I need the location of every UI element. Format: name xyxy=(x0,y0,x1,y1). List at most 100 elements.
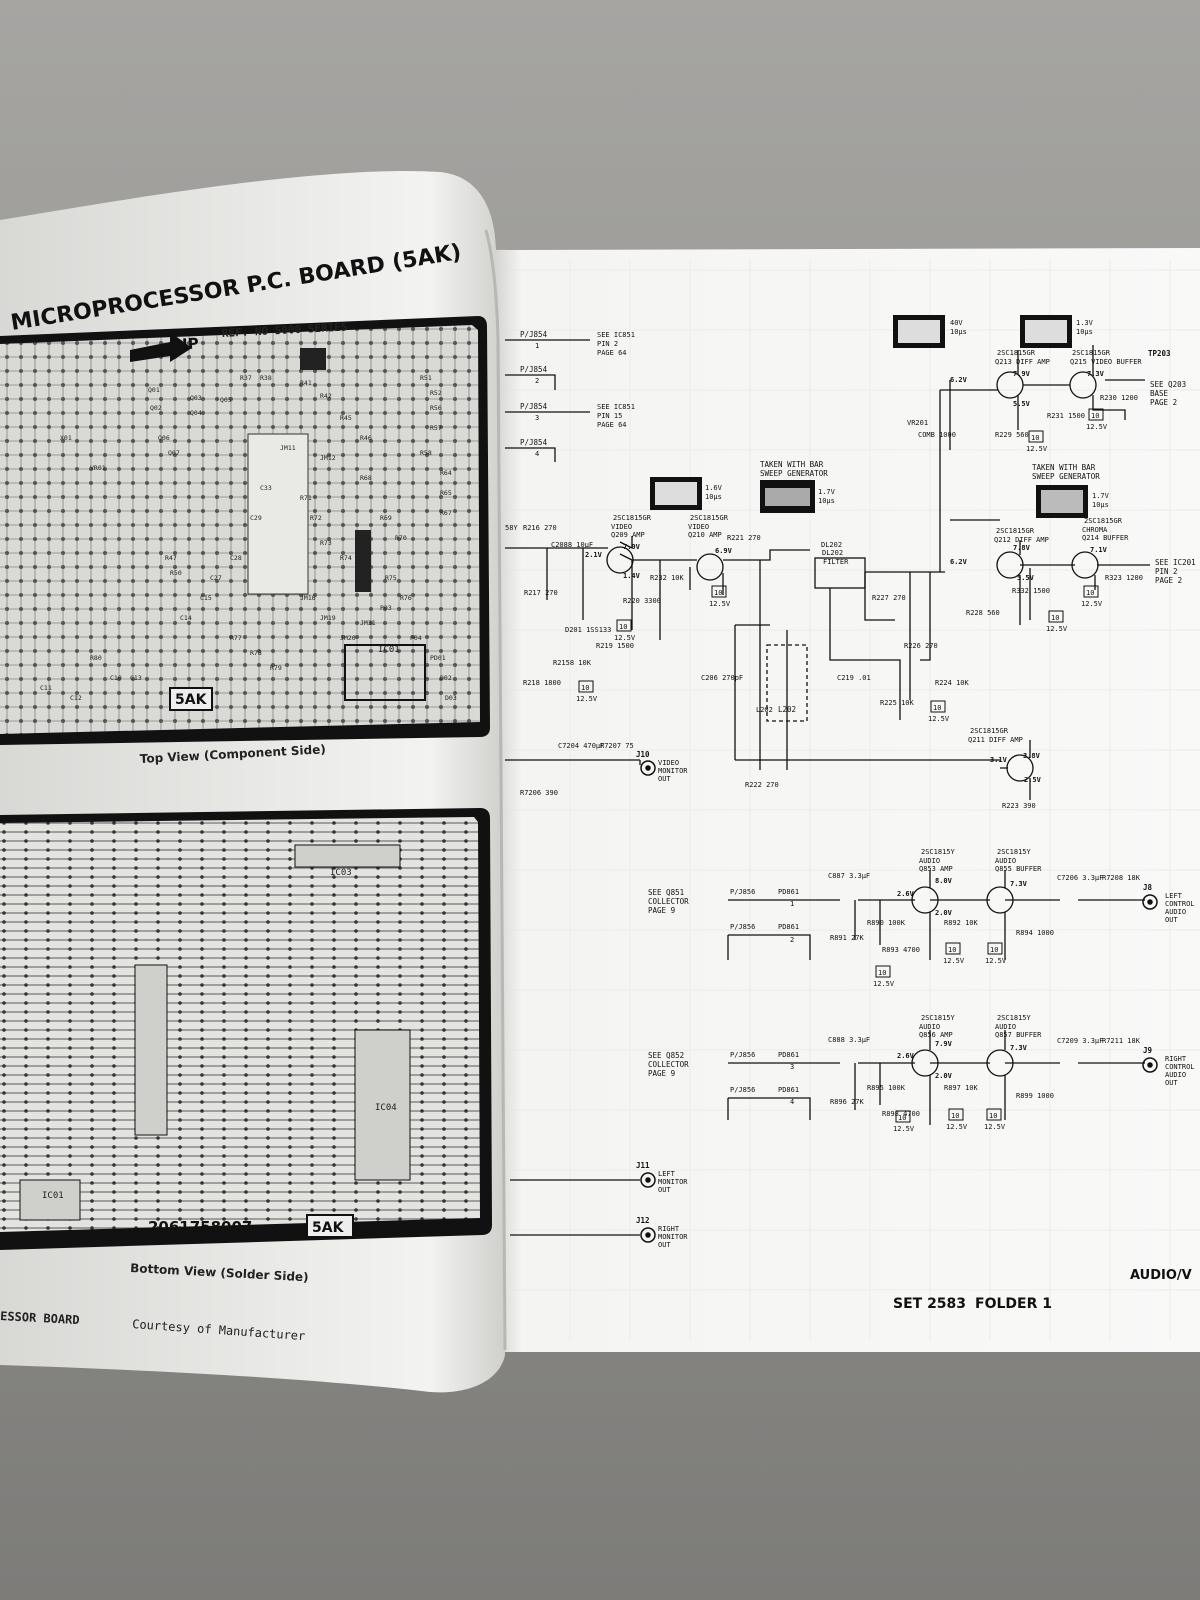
jack-ref: J11 xyxy=(636,1161,650,1170)
transistor-function: Q210 AMP xyxy=(688,531,722,539)
connector-pin: 2 xyxy=(535,377,539,385)
component-label: COMB 1000 xyxy=(918,431,956,439)
node-voltage: 6.2V xyxy=(950,376,968,384)
component-label: C887 3.3µF xyxy=(828,872,870,880)
supply-voltage: 12.5V xyxy=(873,980,895,988)
waveform-timebase: 10µs xyxy=(818,497,835,505)
node-voltage: 7.9V xyxy=(1013,370,1031,378)
coil-label: L202 xyxy=(778,705,796,714)
supply-voltage: 12.5V xyxy=(1046,625,1068,633)
node-voltage: 3.1V xyxy=(990,756,1008,764)
component-label: VR201 xyxy=(907,419,928,427)
supply-node: 10 xyxy=(933,704,941,712)
transistor-function: VIDEO xyxy=(688,523,709,531)
supply-node-box xyxy=(895,1110,911,1123)
pcb-component-ref: P04 xyxy=(410,634,422,642)
connector-pin: 4 xyxy=(790,1098,794,1106)
dip-label: DIP xyxy=(169,334,199,353)
pcb-component-ref: Q04 xyxy=(190,409,202,417)
pcb-component-ref: C29 xyxy=(250,514,262,522)
connector-ref: P/J854 xyxy=(520,330,548,339)
connector-note: SEE IC851 xyxy=(597,403,635,411)
pcb-component-ref: R52 xyxy=(430,389,442,397)
transistor-function: Q209 AMP xyxy=(611,531,645,539)
component-label: R220 3300 xyxy=(623,597,661,605)
jack-label: MONITOR xyxy=(658,1233,688,1241)
supply-voltage: 12.5V xyxy=(576,695,598,703)
supply-voltage: 12.5V xyxy=(614,634,636,642)
transistor-function: AUDIO xyxy=(995,1023,1016,1031)
transistor-type: 2SC1815GR xyxy=(970,727,1009,735)
supply-node-box xyxy=(711,585,727,598)
jack-label: MONITOR xyxy=(658,767,688,775)
waveform-amplitude: 1.3V xyxy=(1076,319,1094,327)
jack-label: CONTROL xyxy=(1165,900,1195,908)
node-voltage: 2.6V xyxy=(897,890,915,898)
waveform-amplitude: 1.7V xyxy=(1092,492,1110,500)
component-label: R232 10K xyxy=(650,574,685,582)
pcb-component-ref: R57 xyxy=(430,424,442,432)
node-voltage: 7.8V xyxy=(1013,544,1031,552)
supply-node-box xyxy=(616,619,632,632)
supply-node: 10 xyxy=(619,623,627,631)
bar-sweep-note: SWEEP GENERATOR xyxy=(760,469,828,478)
transistor-type: 2SC1815GR xyxy=(1072,349,1111,357)
transistor-type: 2SC1815GR xyxy=(1084,517,1123,525)
node-voltage: 5.5V xyxy=(1013,400,1031,408)
footer-section: AUDIO/V xyxy=(1130,1268,1192,1283)
waveform-timebase: 10µs xyxy=(705,493,722,501)
pcb-component-ref: Q01 xyxy=(148,386,160,394)
node-voltage: 3.8V xyxy=(1023,752,1041,760)
pcb-bottom-ic03: IC03 xyxy=(330,868,352,878)
pcb-component-ref: R38 xyxy=(260,374,272,382)
pcb-component-ref: VR01 xyxy=(90,464,106,472)
pcb-component-ref: R80 xyxy=(90,654,102,662)
connector-pin: 1 xyxy=(790,900,794,908)
pcb-component-ref: C13 xyxy=(130,674,142,682)
connector-note: PAGE 64 xyxy=(597,349,627,357)
component-label: L202 xyxy=(756,706,773,714)
transistor-function: Q856 AMP xyxy=(919,1031,953,1039)
pcb-component-ref: R45 xyxy=(340,414,352,422)
pcb-component-ref: R41 xyxy=(300,379,312,387)
supply-node: 10 xyxy=(989,1112,997,1120)
transistor-type: 2SC1815Y xyxy=(921,1014,956,1022)
supply-node: 10 xyxy=(948,946,956,954)
supply-node-box xyxy=(986,1108,1002,1121)
supply-voltage: 12.5V xyxy=(1081,600,1103,608)
supply-voltage: 12.5V xyxy=(1026,445,1048,453)
transistor-function: Q214 BUFFER xyxy=(1082,534,1129,542)
component-label: R231 1500 xyxy=(1047,412,1085,420)
supply-node: 10 xyxy=(990,946,998,954)
connector-pin: 3 xyxy=(535,414,539,422)
connector-ref: PD861 xyxy=(778,1086,799,1094)
transistor-function: Q215 VIDEO BUFFER xyxy=(1070,358,1142,366)
jack-label: OUT xyxy=(1165,916,1178,924)
pcb-component-ref: R79 xyxy=(270,664,282,672)
component-label: R224 10K xyxy=(935,679,970,687)
component-label: R222 270 xyxy=(745,781,779,789)
footer-board-name: ESSOR BOARD xyxy=(0,1309,80,1327)
supply-node: 10 xyxy=(1086,589,1094,597)
pcb-component-ref: R70 xyxy=(395,534,407,542)
pcb-component-ref: R47 xyxy=(165,554,177,562)
supply-node-box xyxy=(578,680,594,693)
component-label: R891 27K xyxy=(830,934,865,942)
node-label: 58Y xyxy=(505,524,518,532)
testpoint-label: TP203 xyxy=(1148,349,1171,358)
pcb-part-number: 2061758007 xyxy=(148,1218,252,1236)
supply-node-box xyxy=(1028,430,1044,443)
supply-node: 10 xyxy=(951,1112,959,1120)
pcb-component-ref: Q06 xyxy=(158,434,170,442)
connector-ref: P/J856 xyxy=(730,1086,755,1094)
waveform-timebase: 10µs xyxy=(1076,328,1093,336)
pcb-component-ref: R46 xyxy=(360,434,372,442)
connector-note: PIN 2 xyxy=(597,340,618,348)
pcb-component-ref: C15 xyxy=(200,594,212,602)
jack-label: AUDIO xyxy=(1165,1071,1186,1079)
pcb-component-ref: R71 xyxy=(300,494,312,502)
transistor-function: Q212 DIFF AMP xyxy=(994,536,1049,544)
component-label: R230 1200 xyxy=(1100,394,1138,402)
supply-node: 10 xyxy=(898,1114,906,1122)
